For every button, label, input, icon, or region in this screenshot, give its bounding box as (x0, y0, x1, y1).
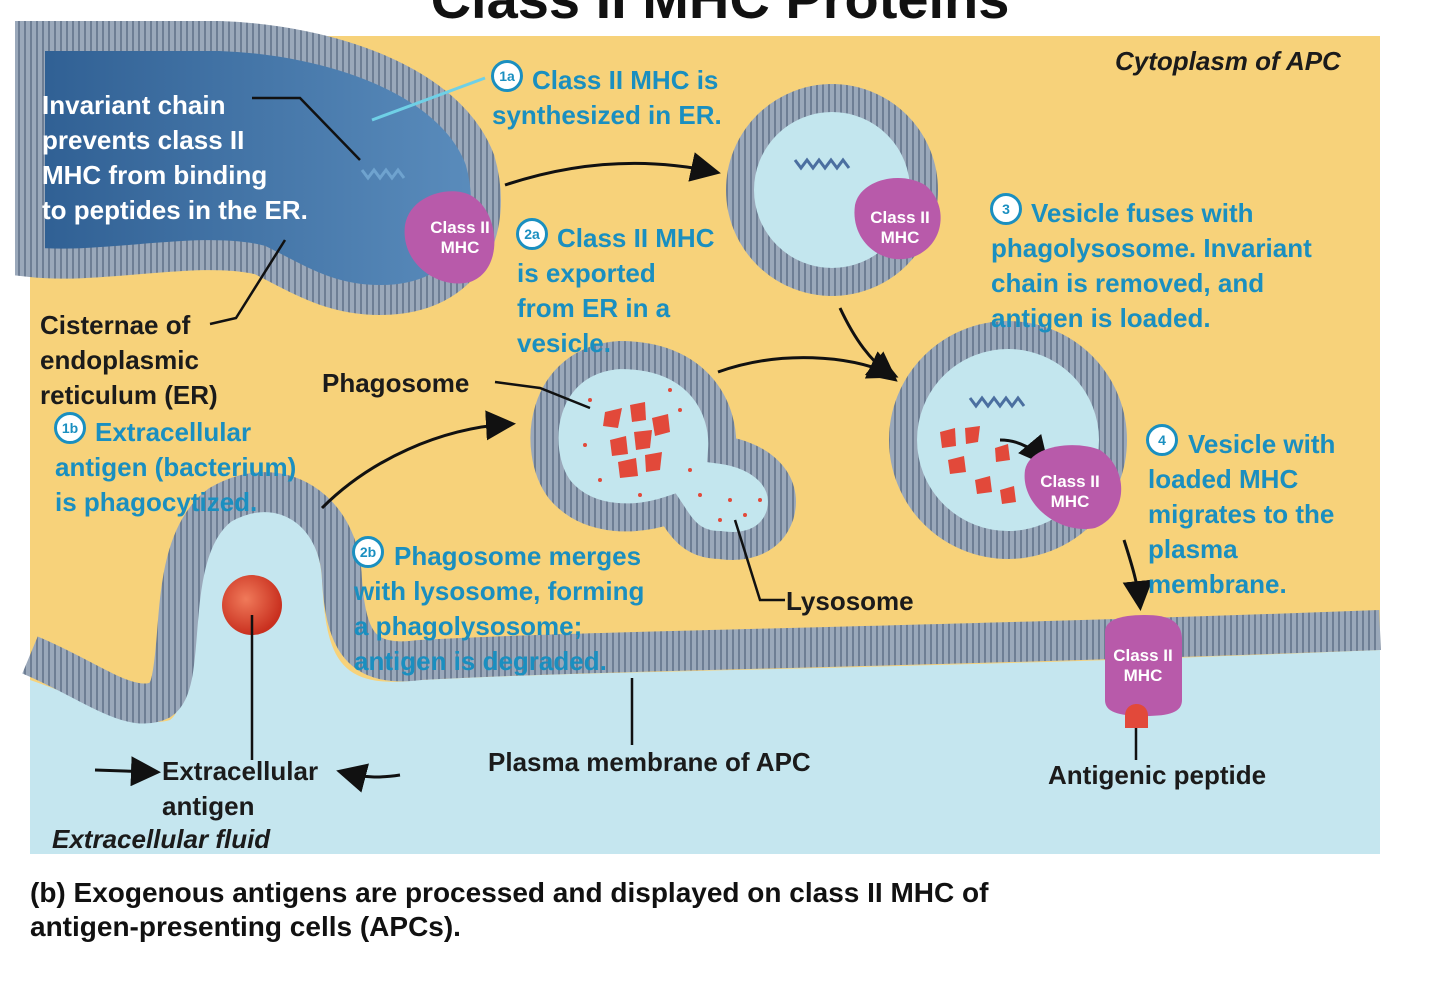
arrow-right-to-antigen (336, 763, 401, 793)
plasma-membrane-label: Plasma membrane of APC (488, 747, 811, 777)
mhc-surface (1105, 615, 1182, 716)
step-badge-1a: 1a (491, 60, 523, 92)
mhc-label-er: Class II MHC (430, 218, 490, 257)
plasma-membrane (22, 472, 1381, 724)
mhc-label-loaded: Class II MHC (1040, 472, 1100, 511)
antigen-fragments-vesicle (940, 426, 1016, 504)
mhc-er (404, 191, 495, 284)
step-text-3: Vesicle fuses with phagolysosome. Invari… (991, 198, 1312, 333)
step-text-2a: Class II MHC is exported from ER in a ve… (517, 223, 715, 358)
er-label: Cisternae of endoplasmic reticulum (ER) (40, 310, 218, 410)
antigenic-peptide (1125, 704, 1148, 728)
step-text-1b: Extracellular antigen (bacterium) is pha… (55, 417, 297, 517)
extracellular-fluid-label: Extracellular fluid (52, 824, 271, 854)
arrow-loaded-to-membrane (1122, 539, 1153, 611)
diagram-title: Class II MHC Proteins (0, 0, 1440, 31)
phagolysosome (530, 340, 796, 560)
mhc-loaded (1024, 445, 1122, 530)
process-arrows (94, 152, 1153, 793)
step-badge-1b: 1b (54, 412, 86, 444)
er-invariant-chain (360, 167, 406, 181)
step-text-1a: Class II MHC is synthesized in ER. (492, 65, 722, 130)
antigenic-peptide-label: Antigenic peptide (1048, 760, 1267, 790)
mhc-label-surface: Class II MHC (1113, 646, 1173, 685)
loading-vesicle-chain-fragment (968, 395, 1026, 409)
cytoplasm-label: Cytoplasm of APC (1115, 46, 1341, 76)
leader-lines (209, 96, 1138, 760)
arrow-er-to-vesicle (504, 152, 721, 187)
extracellular-antigen-label: Extracellular antigen (162, 756, 319, 821)
vesicle-invariant-chain (793, 157, 851, 171)
step-badge-2b: 2b (352, 536, 384, 568)
phagosome-label: Phagosome (322, 368, 470, 398)
step-badge-2a: 2a (516, 218, 548, 250)
step-text-2b: Phagosome merges with lysosome, forming … (354, 541, 645, 676)
arrow-bacterium-to-phagosome (320, 410, 516, 510)
lysosome-enzyme-dots (583, 388, 762, 522)
arrow-phagosome-to-loading (717, 351, 899, 379)
step-badge-4: 4 (1146, 424, 1178, 456)
mhc-vesicle (854, 177, 941, 260)
mhc-label-vesicle: Class II MHC (870, 208, 930, 247)
step-text-4: Vesicle with loaded MHC migrates to the … (1148, 429, 1336, 599)
extracellular-bacterium (222, 575, 282, 635)
invariant-chain-label: Invariant chain prevents class II MHC fr… (42, 90, 308, 225)
figure-caption: (b) Exogenous antigens are processed and… (30, 877, 989, 942)
antigen-fragments-phagolysosome (603, 402, 670, 478)
er-cisterna (14, 21, 501, 316)
lysosome-label: Lysosome (786, 586, 914, 616)
step-badge-3: 3 (990, 193, 1022, 225)
arrow-left-to-antigen (94, 756, 161, 787)
